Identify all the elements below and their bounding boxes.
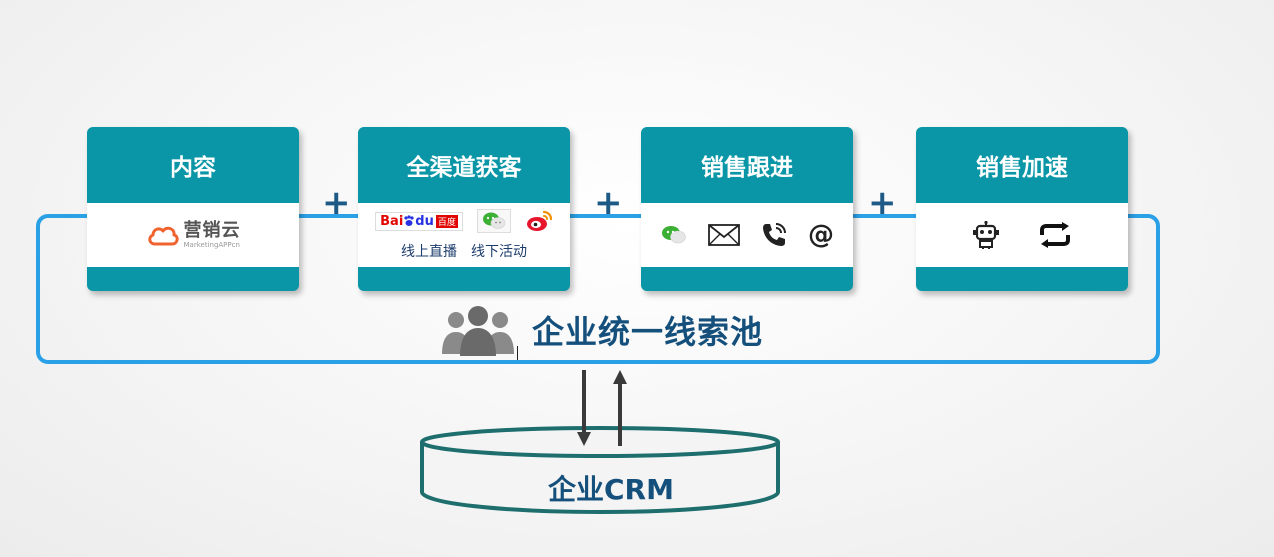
lead-pool-frame: [36, 214, 1160, 364]
step-band-omnichannel: Bai du 百度: [358, 203, 570, 267]
step-card-sales-followup: 销售跟进 @: [641, 127, 853, 291]
people-group-icon: [442, 306, 514, 356]
baidu-text-c: 百度: [435, 214, 458, 228]
baidu-logo: Bai du 百度: [375, 211, 463, 231]
baidu-text-a: Bai: [380, 213, 404, 229]
step-title-omnichannel: 全渠道获客: [406, 155, 522, 181]
wechat-logo-box: [476, 209, 511, 233]
crm-label-wrap: 企业CRM: [0, 468, 1274, 508]
step-title-content: 内容: [170, 155, 216, 181]
arrow-down: [577, 370, 591, 446]
phone-icon: [763, 223, 786, 246]
sync-icon: [1040, 222, 1070, 248]
logo-cn-text: 营销云: [183, 220, 241, 241]
wechat-icon: [482, 212, 506, 229]
channel-label-online-live: 线上直播: [401, 244, 457, 260]
at-sign-icon: @: [808, 220, 834, 250]
marketing-cloud-logo: 营销云 MarketingAPPcn: [146, 221, 241, 249]
arrow-up: [613, 370, 627, 446]
step-title-sales-acceleration: 销售加速: [976, 155, 1068, 181]
logo-en-text: MarketingAPPcn: [183, 241, 240, 249]
wechat-icon: [662, 226, 686, 244]
cloud-icon: [147, 226, 179, 246]
crm-label: 企业CRM: [548, 473, 674, 506]
step-card-sales-acceleration: 销售加速: [916, 127, 1128, 291]
step-title-sales-followup: 销售跟进: [701, 155, 793, 181]
step-band-sales-followup: @: [641, 203, 853, 267]
step-band-content: 营销云 MarketingAPPcn: [87, 203, 299, 267]
weibo-icon: [526, 210, 552, 231]
lead-pool-title: 企业统一线索池: [532, 313, 764, 351]
robot-icon: [973, 220, 999, 249]
mail-icon: [708, 224, 740, 246]
baidu-text-b: du: [415, 213, 434, 229]
plus-sign-2: +: [594, 183, 623, 223]
step-card-omnichannel: 全渠道获客 Bai du 百度: [358, 127, 570, 291]
plus-sign-3: +: [868, 183, 897, 223]
channel-label-offline-event: 线下活动: [471, 244, 527, 260]
paw-icon: [404, 215, 414, 226]
step-band-sales-acceleration: [916, 203, 1128, 267]
step-card-content: 内容 营销云 MarketingAPPcn: [87, 127, 299, 291]
text-cursor: [517, 346, 518, 360]
plus-sign-1: +: [322, 183, 351, 223]
